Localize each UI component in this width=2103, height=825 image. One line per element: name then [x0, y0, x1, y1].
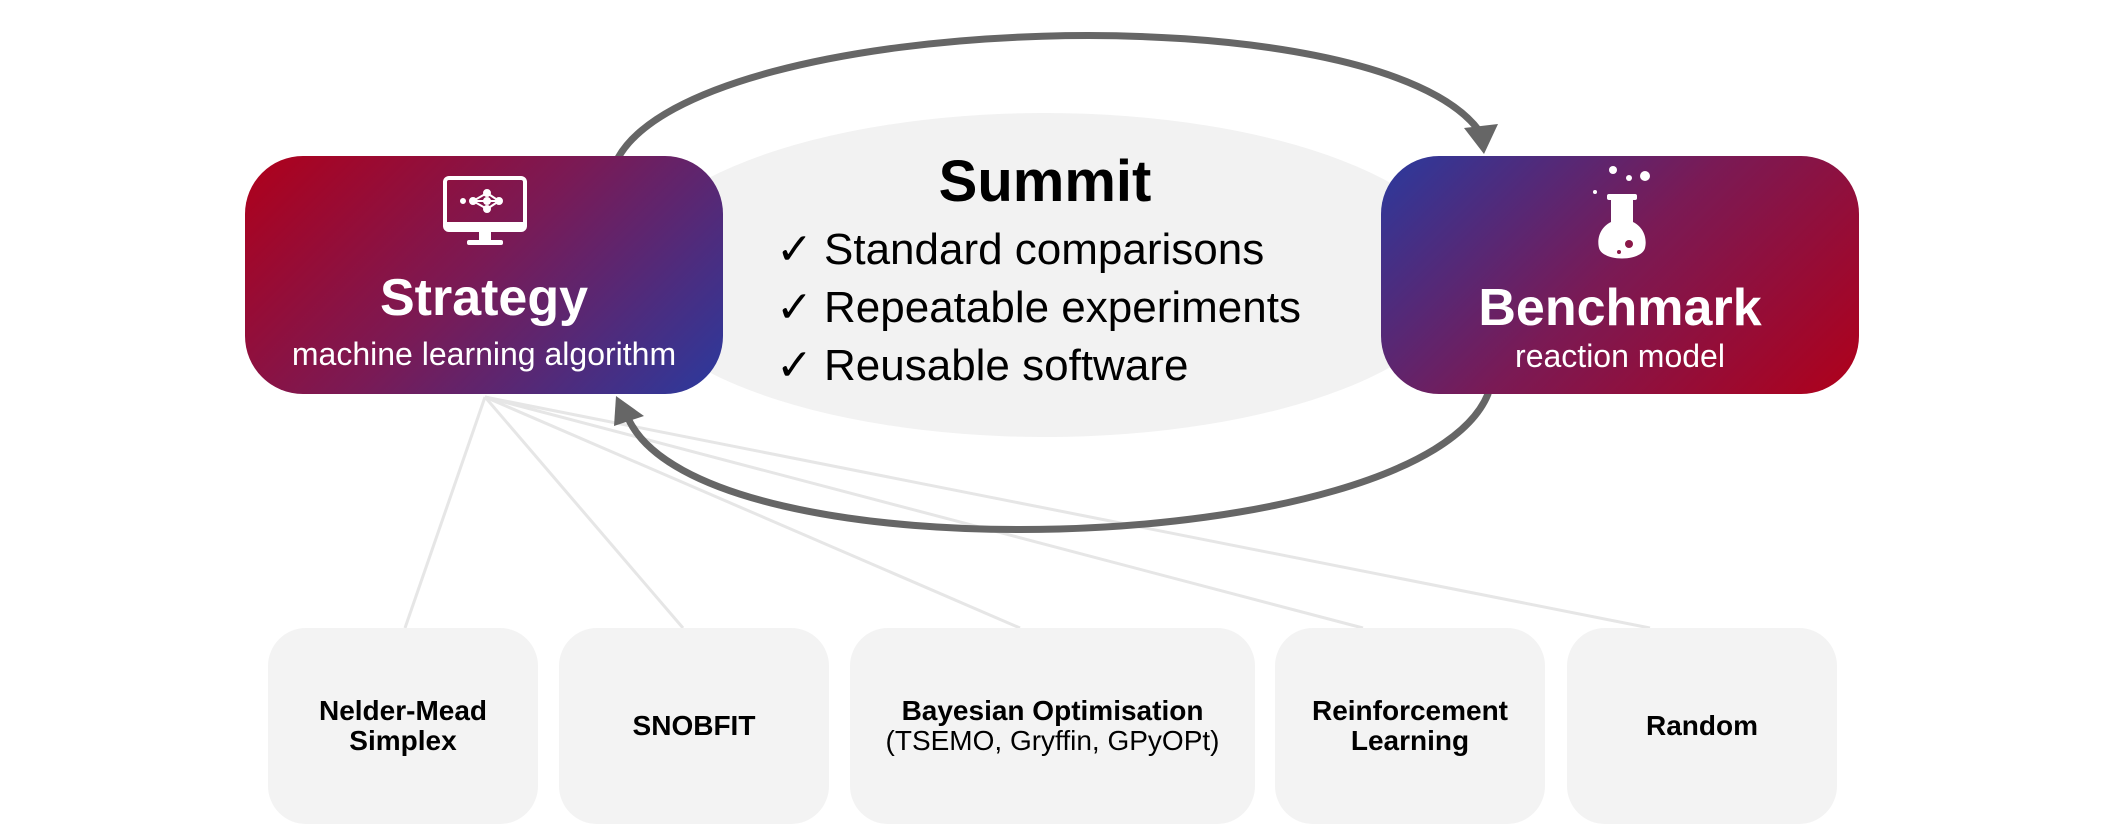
feature-reusable-software: ✓Reusable software: [776, 340, 1188, 391]
check-mark: ✓: [776, 225, 813, 274]
method-name-line: SNOBFIT: [632, 710, 756, 741]
method-snobfit: SNOBFIT: [559, 628, 829, 824]
top-cycle-arrow: [614, 32, 1484, 162]
benchmark-subtitle: reaction model: [1515, 338, 1725, 374]
benchmark-title: Benchmark: [1478, 279, 1762, 337]
method-subtitle: (TSEMO, Gryffin, GPyOPt): [885, 725, 1220, 756]
feature-label: Standard comparisons: [824, 225, 1265, 274]
feature-label: Repeatable experiments: [824, 283, 1301, 332]
connector-random: [484, 395, 1651, 630]
method-bayesian-optimisation: Bayesian Optimisation (TSEMO, Gryffin, G…: [850, 628, 1255, 824]
method-name-line: Simplex: [349, 725, 457, 756]
connector-nelder-mead: [403, 396, 487, 629]
check-mark: ✓: [776, 283, 813, 332]
summit-title: Summit: [938, 149, 1152, 214]
method-name-line: Bayesian Optimisation: [901, 695, 1204, 726]
summit-panel: Summit ✓Standard comparisons ✓Repeatable…: [760, 142, 1360, 442]
method-reinforcement-learning: Reinforcement Learning: [1275, 628, 1545, 824]
connector-reinforcement: [484, 395, 1364, 630]
connector-bayesian: [484, 395, 1021, 630]
top-arrowhead: [1464, 124, 1498, 154]
strategy-title: Strategy: [379, 269, 589, 327]
bottom-arrowhead: [614, 396, 644, 426]
method-name-line: Nelder-Mead: [318, 695, 488, 726]
feature-label: Reusable software: [824, 341, 1189, 390]
feature-standard-comparisons: ✓Standard comparisons: [776, 224, 1264, 275]
method-random: Random: [1567, 628, 1837, 824]
strategy-connectors: [403, 395, 1651, 630]
feature-repeatable-experiments: ✓Repeatable experiments: [776, 282, 1301, 333]
method-nelder-mead: Nelder-Mead Simplex: [268, 628, 538, 824]
connector-snobfit: [483, 396, 685, 629]
cycle-arrows: [614, 32, 1492, 533]
monitor-network-icon: [443, 176, 527, 245]
strategy-subtitle: machine learning algorithm: [291, 336, 677, 372]
method-name-line: Random: [1646, 710, 1758, 741]
summit-background-ellipse: [625, 113, 1465, 437]
bottom-cycle-arrow: [624, 390, 1492, 533]
check-mark: ✓: [776, 341, 813, 390]
strategy-box: Strategy machine learning algorithm: [245, 156, 723, 394]
method-name-line: Learning: [1350, 725, 1470, 756]
flask-icon: [1593, 166, 1650, 259]
method-name-line: Reinforcement: [1311, 695, 1509, 726]
benchmark-box: Benchmark reaction model: [1381, 156, 1859, 394]
